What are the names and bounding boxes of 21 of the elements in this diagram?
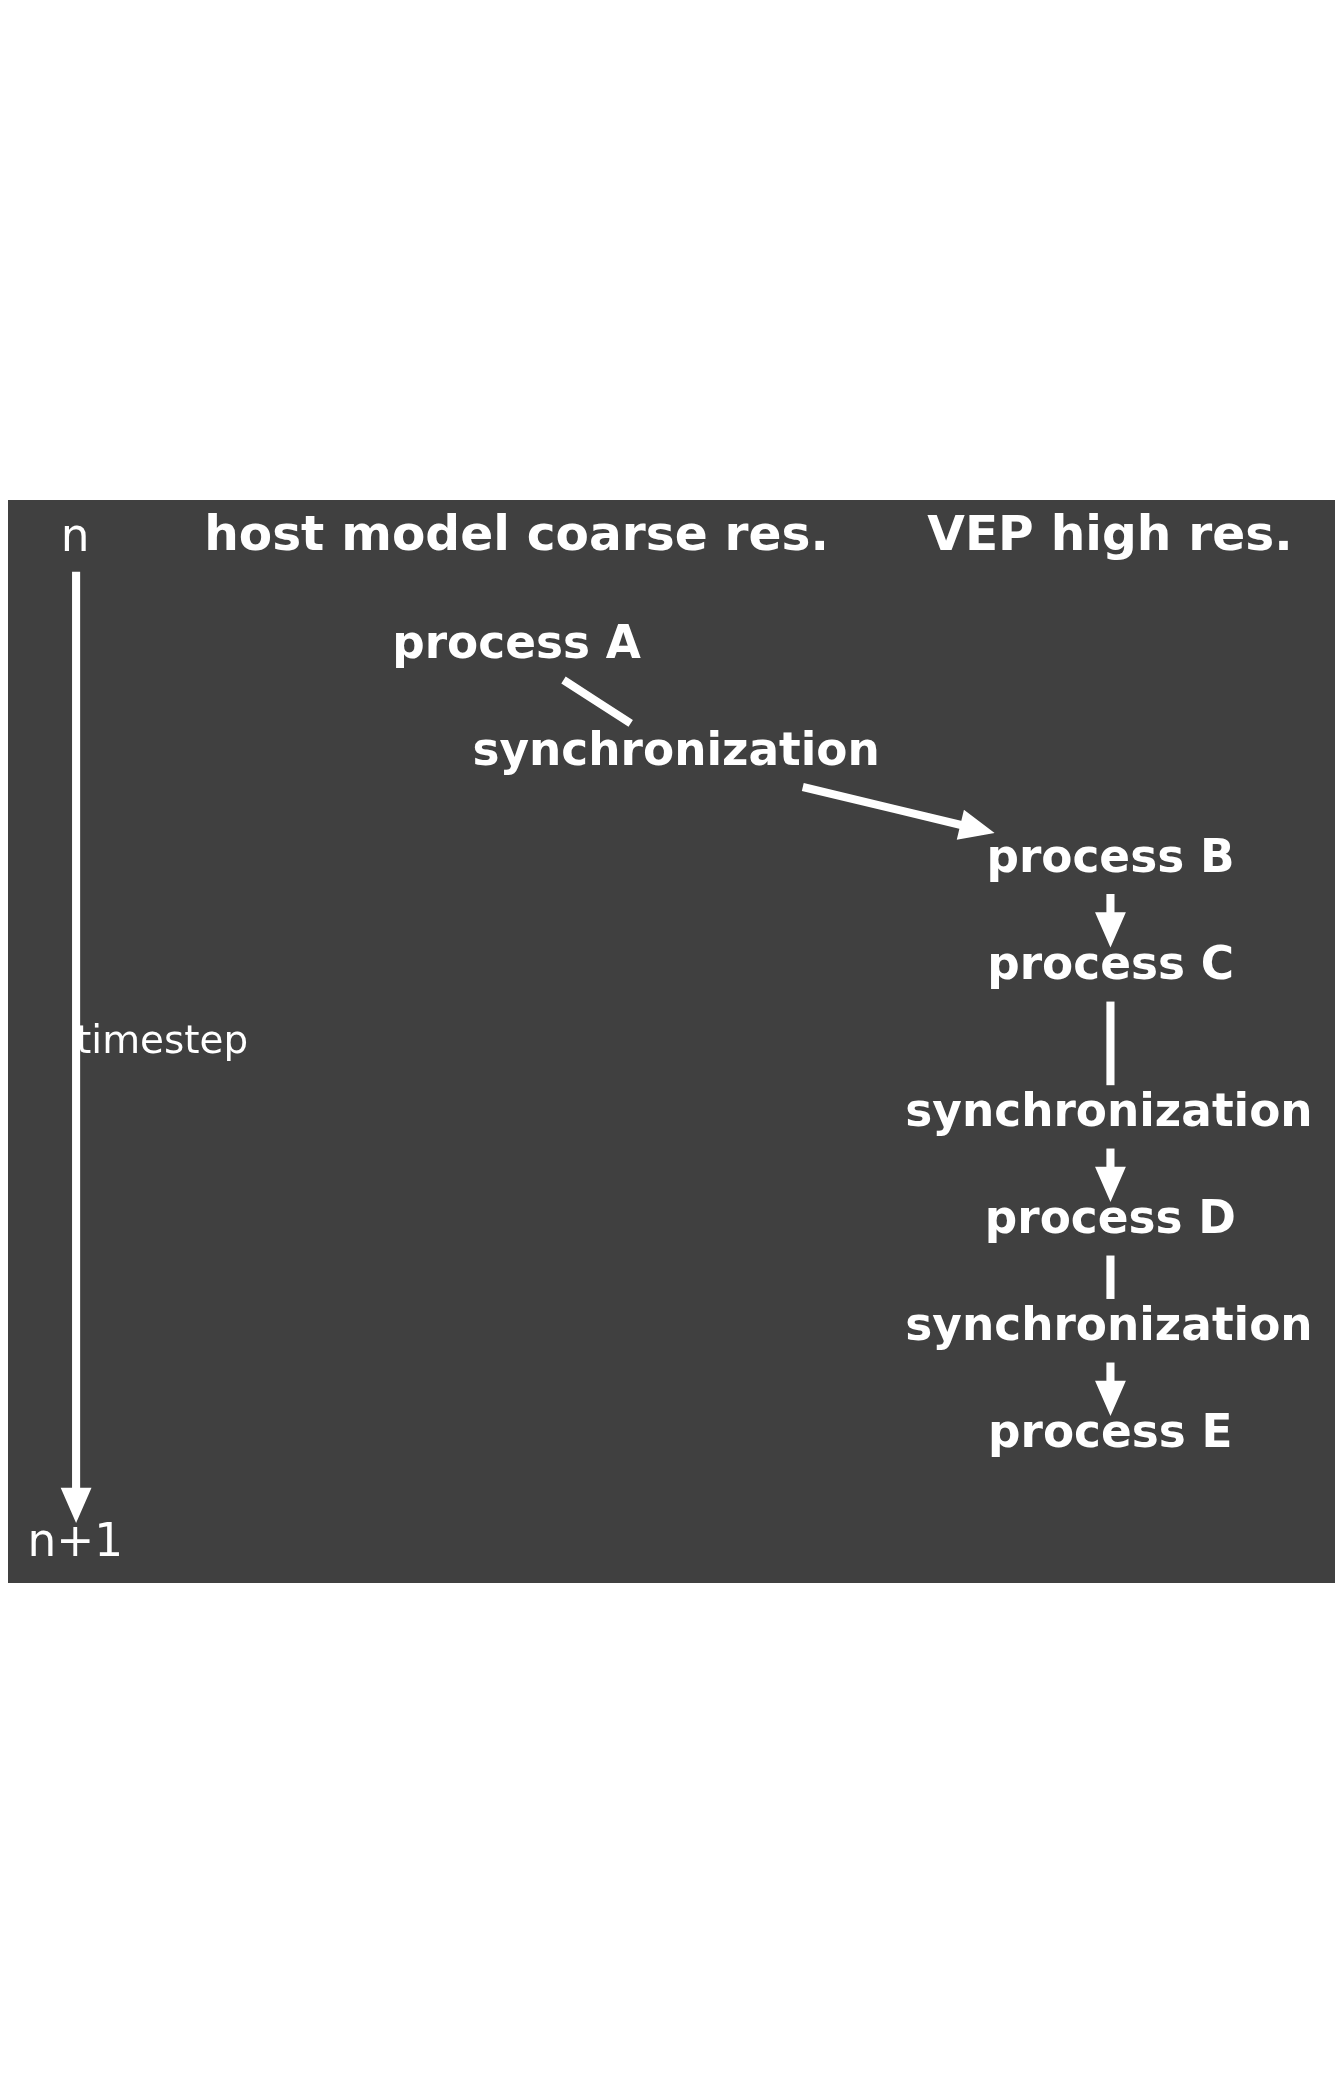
- arrow: [1095, 1148, 1126, 1203]
- node-text: n: [60, 508, 90, 562]
- connector: [1106, 1255, 1115, 1299]
- arrow: [60, 571, 92, 1523]
- connector: [1106, 1001, 1115, 1086]
- node-text: n+1: [27, 1514, 124, 1568]
- node-text: synchronization: [905, 1084, 1313, 1138]
- node-text: synchronization: [472, 722, 880, 776]
- node-text: process C: [987, 936, 1235, 990]
- connector: [561, 676, 633, 727]
- arrow: [1095, 894, 1126, 948]
- node-text: process B: [986, 829, 1235, 883]
- edge-label: timestep: [76, 1017, 249, 1063]
- node-text: synchronization: [905, 1298, 1313, 1352]
- node-text: process E: [988, 1405, 1233, 1459]
- arrow: [801, 783, 995, 840]
- node-text: process A: [392, 615, 641, 669]
- arrow: [1095, 1362, 1126, 1417]
- label: VEP high res.: [927, 505, 1293, 562]
- node-text: process D: [984, 1191, 1236, 1245]
- label: host model coarse res.: [204, 505, 830, 562]
